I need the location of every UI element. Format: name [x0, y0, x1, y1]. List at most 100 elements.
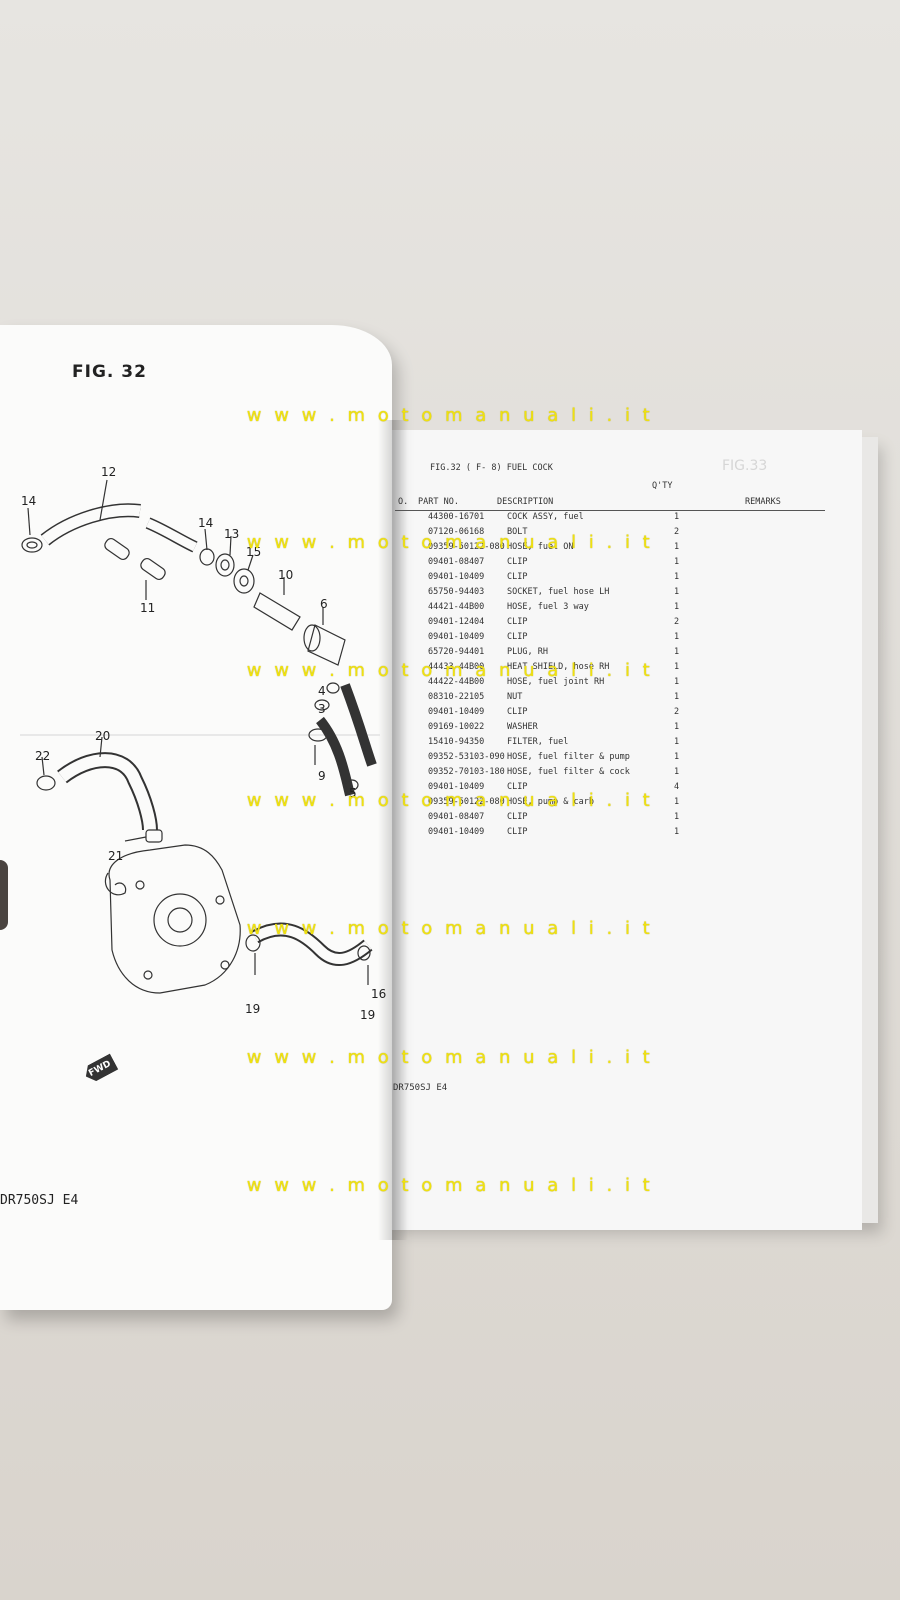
- part-number-cell: 65750-94403: [428, 587, 485, 597]
- part-number-cell: 44421-44B00: [428, 602, 485, 612]
- book-gutter: [378, 420, 408, 1240]
- right-page: [392, 430, 862, 1230]
- quantity-cell: 2: [674, 707, 680, 717]
- part-number-cell: 65720-94401: [428, 647, 485, 657]
- watermark: w w w . m o t o m a n u a l i . i t: [246, 660, 654, 681]
- description-header: DESCRIPTION: [497, 497, 554, 507]
- description-cell: HOSE, pump & carb: [507, 797, 594, 807]
- description-cell: CLIP: [507, 632, 528, 642]
- callout-5: 5: [349, 786, 357, 800]
- ref-no-header: O.: [398, 497, 409, 507]
- part-number-cell: 09352-70103-180: [428, 767, 505, 777]
- part-number-cell: 44422-44B00: [428, 677, 485, 687]
- table-row: 09401-10409 CLIP 1: [0, 632, 860, 647]
- part-no-header: PART NO.: [418, 497, 459, 507]
- part-number-cell: 09401-10409: [428, 572, 485, 582]
- watermark: w w w . m o t o m a n u a l i . i t: [246, 1175, 654, 1196]
- description-cell: HOSE, fuel filter & pump: [507, 752, 630, 762]
- parts-table-title: FIG.32 ( F- 8) FUEL COCK: [430, 463, 553, 473]
- part-number-cell: 09401-10409: [428, 782, 485, 792]
- table-row: 09401-10409 CLIP 1: [0, 572, 860, 587]
- watermark: w w w . m o t o m a n u a l i . i t: [246, 918, 654, 939]
- part-number-cell: 09401-10409: [428, 632, 485, 642]
- qty-header: Q'TY: [652, 481, 673, 491]
- callout-9: 9: [318, 769, 326, 783]
- callout-13: 13: [224, 527, 240, 541]
- description-cell: CLIP: [507, 557, 528, 567]
- description-cell: COCK ASSY, fuel: [507, 512, 584, 522]
- table-row: 09401-08407 CLIP 1: [0, 557, 860, 572]
- finger-shadow: [0, 860, 8, 930]
- part-number-cell: 09401-08407: [428, 812, 485, 822]
- table-row: 65720-94401 PLUG, RH 1: [0, 647, 860, 662]
- callout-14b: 14: [198, 516, 214, 530]
- callout-11: 11: [140, 601, 156, 615]
- description-cell: CLIP: [507, 782, 528, 792]
- left-page: [0, 325, 392, 1310]
- part-number-cell: 09401-10409: [428, 827, 485, 837]
- quantity-cell: 2: [674, 617, 680, 627]
- description-cell: SOCKET, fuel hose LH: [507, 587, 610, 597]
- quantity-cell: 1: [674, 512, 680, 522]
- table-row: 09401-08407 CLIP 1: [0, 812, 860, 827]
- callout-22: 22: [35, 749, 51, 763]
- quantity-cell: 1: [674, 647, 680, 657]
- callout-16: 16: [371, 987, 387, 1001]
- part-number-cell: 09352-53103-090: [428, 752, 505, 762]
- callout-3: 3: [318, 702, 326, 716]
- watermark: w w w . m o t o m a n u a l i . i t: [246, 532, 654, 553]
- table-row: 65750-94403 SOCKET, fuel hose LH 1: [0, 587, 860, 602]
- watermark: w w w . m o t o m a n u a l i . i t: [246, 790, 654, 811]
- callout-19: 19: [245, 1002, 261, 1016]
- quantity-cell: 1: [674, 662, 680, 672]
- description-cell: HOSE, fuel 3 way: [507, 602, 589, 612]
- part-number-cell: 09169-10022: [428, 722, 485, 732]
- quantity-cell: 1: [674, 827, 680, 837]
- part-number-cell: 09359-50122-080: [428, 542, 505, 552]
- description-cell: FILTER, fuel: [507, 737, 569, 747]
- part-number-cell: 09401-12404: [428, 617, 485, 627]
- quantity-cell: 1: [674, 587, 680, 597]
- description-cell: CLIP: [507, 812, 528, 822]
- ghost-figure-label: FIG.33: [722, 458, 768, 474]
- quantity-cell: 1: [674, 572, 680, 582]
- description-cell: PLUG, RH: [507, 647, 548, 657]
- part-number-cell: 09359-50122-080: [428, 797, 505, 807]
- quantity-cell: 1: [674, 632, 680, 642]
- left-page-footer: DR750SJ E4: [0, 1193, 79, 1208]
- table-row: 09401-10409 CLIP 4: [0, 782, 860, 797]
- quantity-cell: 1: [674, 692, 680, 702]
- quantity-cell: 1: [674, 557, 680, 567]
- part-number-cell: 09401-08407: [428, 557, 485, 567]
- callout-21: 21: [108, 849, 124, 863]
- remarks-header: REMARKS: [745, 497, 781, 507]
- description-cell: HOSE, fuel filter & cock: [507, 767, 630, 777]
- quantity-cell: 1: [674, 797, 680, 807]
- callout-20: 20: [95, 729, 111, 743]
- quantity-cell: 1: [674, 737, 680, 747]
- callout-14: 14: [21, 494, 37, 508]
- callout-19b: 19: [360, 1008, 376, 1022]
- quantity-cell: 1: [674, 542, 680, 552]
- quantity-cell: 1: [674, 752, 680, 762]
- quantity-cell: 1: [674, 602, 680, 612]
- description-cell: NUT: [507, 692, 523, 702]
- quantity-cell: 2: [674, 527, 680, 537]
- description-cell: CLIP: [507, 572, 528, 582]
- quantity-cell: 4: [674, 782, 680, 792]
- quantity-cell: 1: [674, 812, 680, 822]
- description-cell: CLIP: [507, 707, 528, 717]
- watermark: w w w . m o t o m a n u a l i . i t: [246, 1047, 654, 1068]
